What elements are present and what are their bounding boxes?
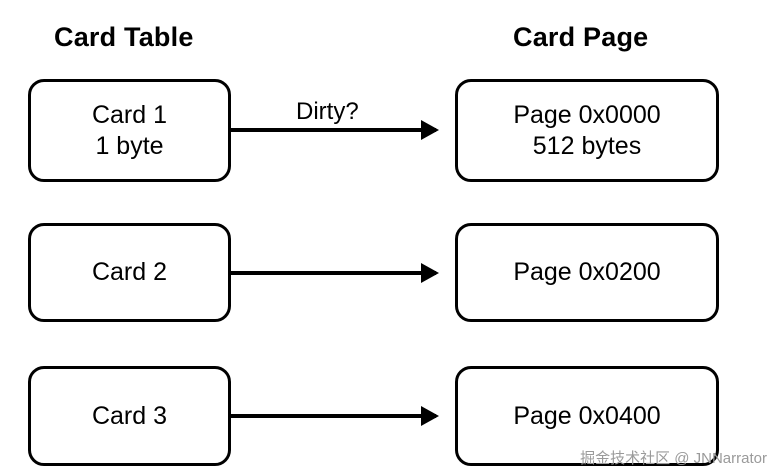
card-box-1-line1: Card 1	[91, 100, 168, 129]
card-box-3: Card 3	[28, 366, 231, 466]
page-box-2: Page 0x0200	[455, 223, 719, 322]
arrow-card1-to-page1	[231, 128, 436, 132]
card-box-1: Card 1 1 byte	[28, 79, 231, 182]
arrow-label-dirty: Dirty?	[296, 98, 359, 125]
column-title-card-table: Card Table	[54, 22, 194, 52]
page-box-3-line1: Page 0x0400	[513, 401, 661, 430]
card-box-2: Card 2	[28, 223, 231, 322]
page-box-1-line1: Page 0x0000	[513, 100, 661, 129]
card-box-3-line1: Card 3	[91, 401, 168, 430]
arrow-card2-to-page2	[231, 271, 436, 275]
page-box-2-line1: Page 0x0200	[513, 258, 661, 286]
page-box-1: Page 0x0000 512 bytes	[455, 79, 719, 182]
column-title-card-page: Card Page	[513, 22, 649, 52]
page-box-3: Page 0x0400	[455, 366, 719, 466]
arrow-card3-to-page3	[231, 414, 436, 418]
card-box-1-line2: 1 byte	[95, 131, 164, 160]
page-box-1-line2: 512 bytes	[532, 131, 642, 160]
watermark-text: 掘金技术社区 @ JNNarrator	[580, 450, 767, 467]
card-box-2-line1: Card 2	[91, 258, 168, 286]
